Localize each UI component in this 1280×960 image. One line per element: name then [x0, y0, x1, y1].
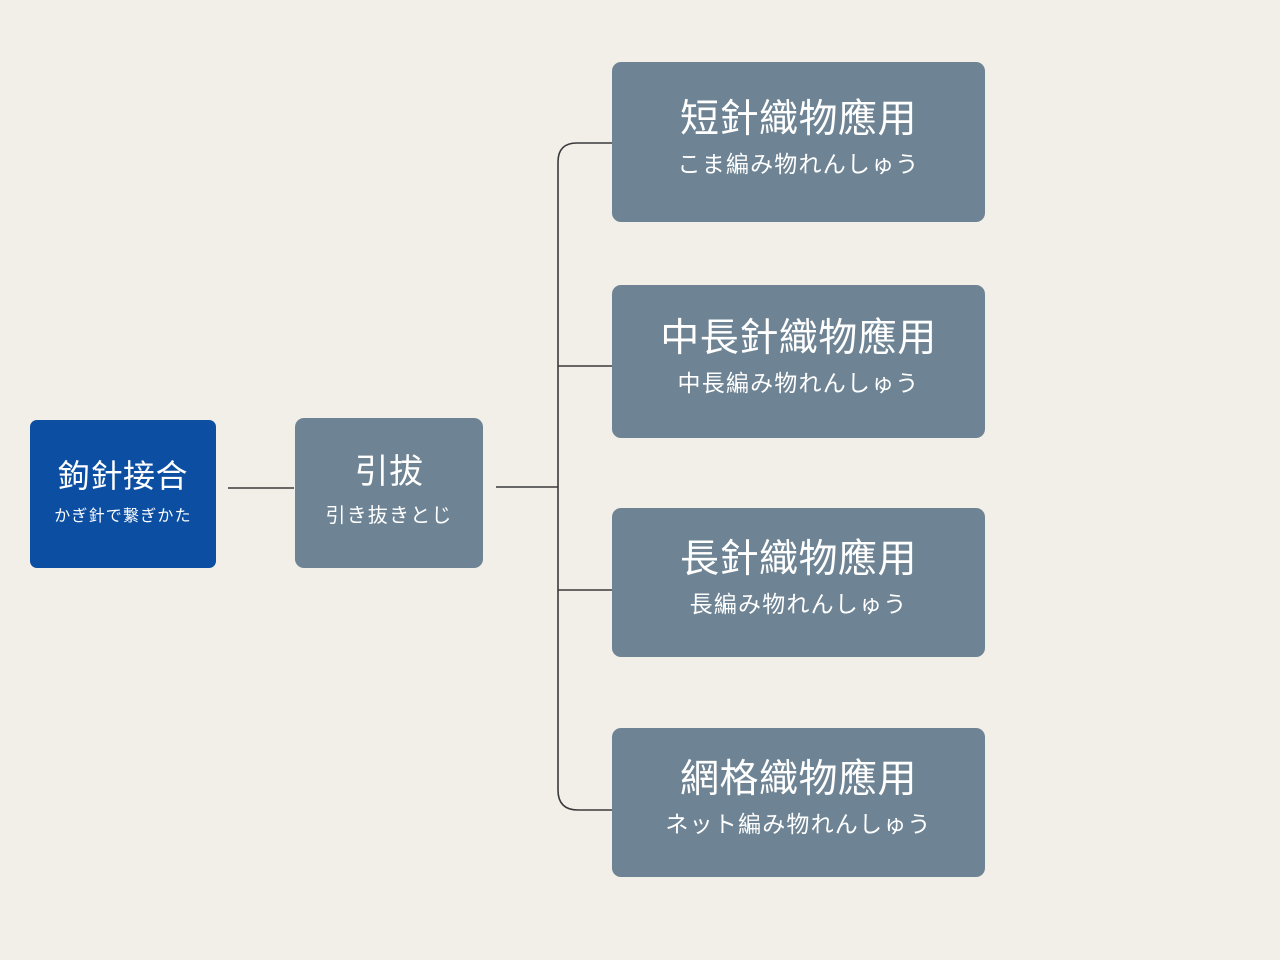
node-leaf-title: 短針織物應用	[679, 96, 917, 142]
node-leaf-chunagaami[interactable]: 中長針織物應用 中長編み物れんしゅう	[612, 285, 985, 438]
node-root-subtitle: かぎ針で繋ぎかた	[54, 505, 192, 525]
node-root-title: 鉤針接合	[57, 456, 188, 495]
node-leaf-komaami[interactable]: 短針織物應用 こま編み物れんしゅう	[612, 62, 985, 222]
node-leaf-title: 網格織物應用	[679, 757, 917, 803]
connector-to-leaf-4	[557, 789, 612, 811]
node-leaf-subtitle: こま編み物れんしゅう	[677, 151, 920, 178]
node-leaf-netami[interactable]: 網格織物應用 ネット編み物れんしゅう	[612, 728, 985, 877]
node-leaf-title: 長針織物應用	[679, 537, 917, 583]
node-branch-subtitle: 引き抜きとじ	[325, 502, 453, 527]
node-branch-title: 引拔	[354, 452, 424, 493]
node-leaf-subtitle: ネット編み物れんしゅう	[665, 812, 932, 839]
connector-to-leaf-1	[557, 142, 612, 163]
node-branch-hikinuki[interactable]: 引拔 引き抜きとじ	[295, 418, 483, 568]
node-leaf-nagaami[interactable]: 長針織物應用 長編み物れんしゅう	[612, 508, 985, 657]
node-leaf-subtitle: 長編み物れんしゅう	[689, 592, 908, 619]
node-leaf-subtitle: 中長編み物れんしゅう	[677, 371, 920, 398]
node-leaf-title: 中長針織物應用	[660, 316, 937, 362]
node-root[interactable]: 鉤針接合 かぎ針で繋ぎかた	[30, 420, 216, 568]
